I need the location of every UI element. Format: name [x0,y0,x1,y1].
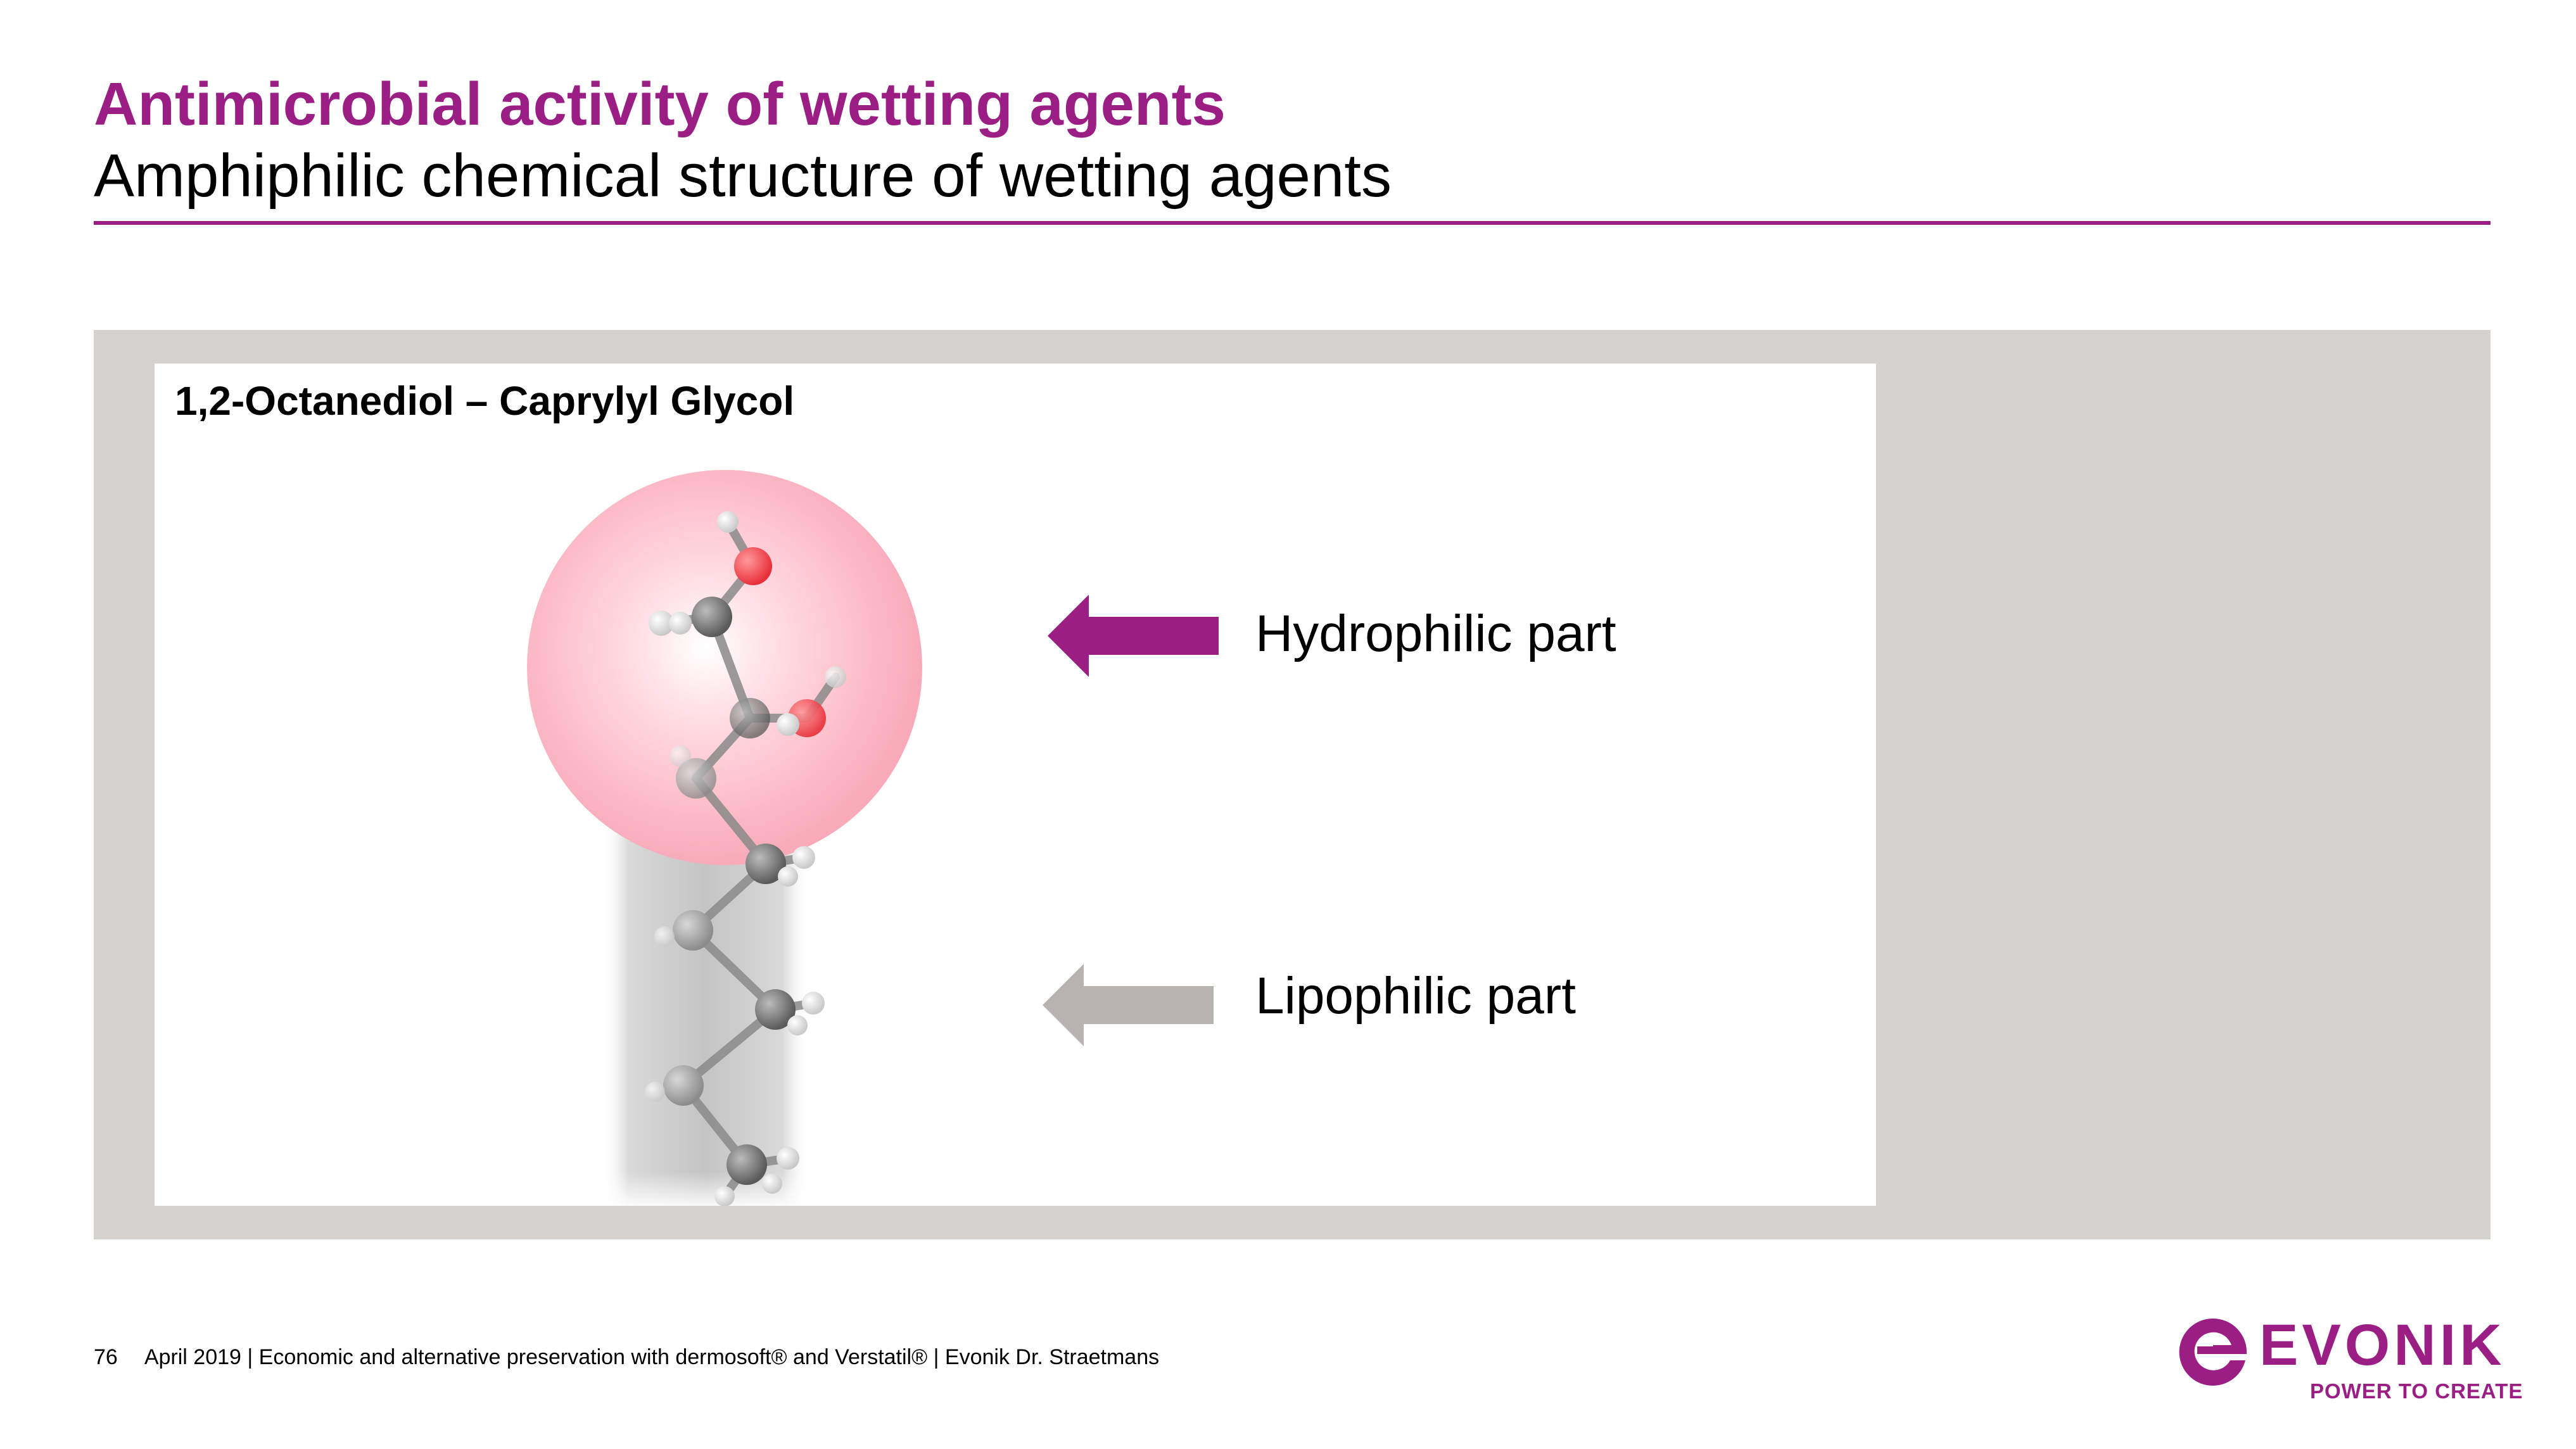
hydrophilic-zone [527,470,922,865]
logo-wordmark: EVONIK [2259,1313,2506,1377]
page-number: 76 [94,1345,118,1369]
evonik-logo: EVONIK POWER TO CREATE [2176,1310,2522,1411]
molecule-card: 1,2-Octanediol – Caprylyl Glycol [155,364,1876,1206]
caprylyl-glycol-molecule-illustration [527,470,922,1206]
lipophilic-arrow-icon [1043,964,1214,1046]
slide-title: Antimicrobial activity of wetting agents [94,70,1226,138]
hydrophilic-label: Hydrophilic part [1255,605,1616,662]
hydrophilic-arrow-icon [1048,595,1219,677]
slide-footer: 76 April 2019 | Economic and alternative … [94,1345,1159,1370]
lipophilic-label: Lipophilic part [1255,967,1576,1025]
title-divider [94,221,2490,225]
molecule-name: 1,2-Octanediol – Caprylyl Glycol [175,378,795,424]
logo-tagline: POWER TO CREATE [2310,1379,2523,1403]
footer-text: April 2019 | Economic and alternative pr… [144,1345,1160,1369]
evonik-e-icon [2179,1318,2247,1386]
slide-subtitle: Amphiphilic chemical structure of wettin… [94,142,1392,210]
